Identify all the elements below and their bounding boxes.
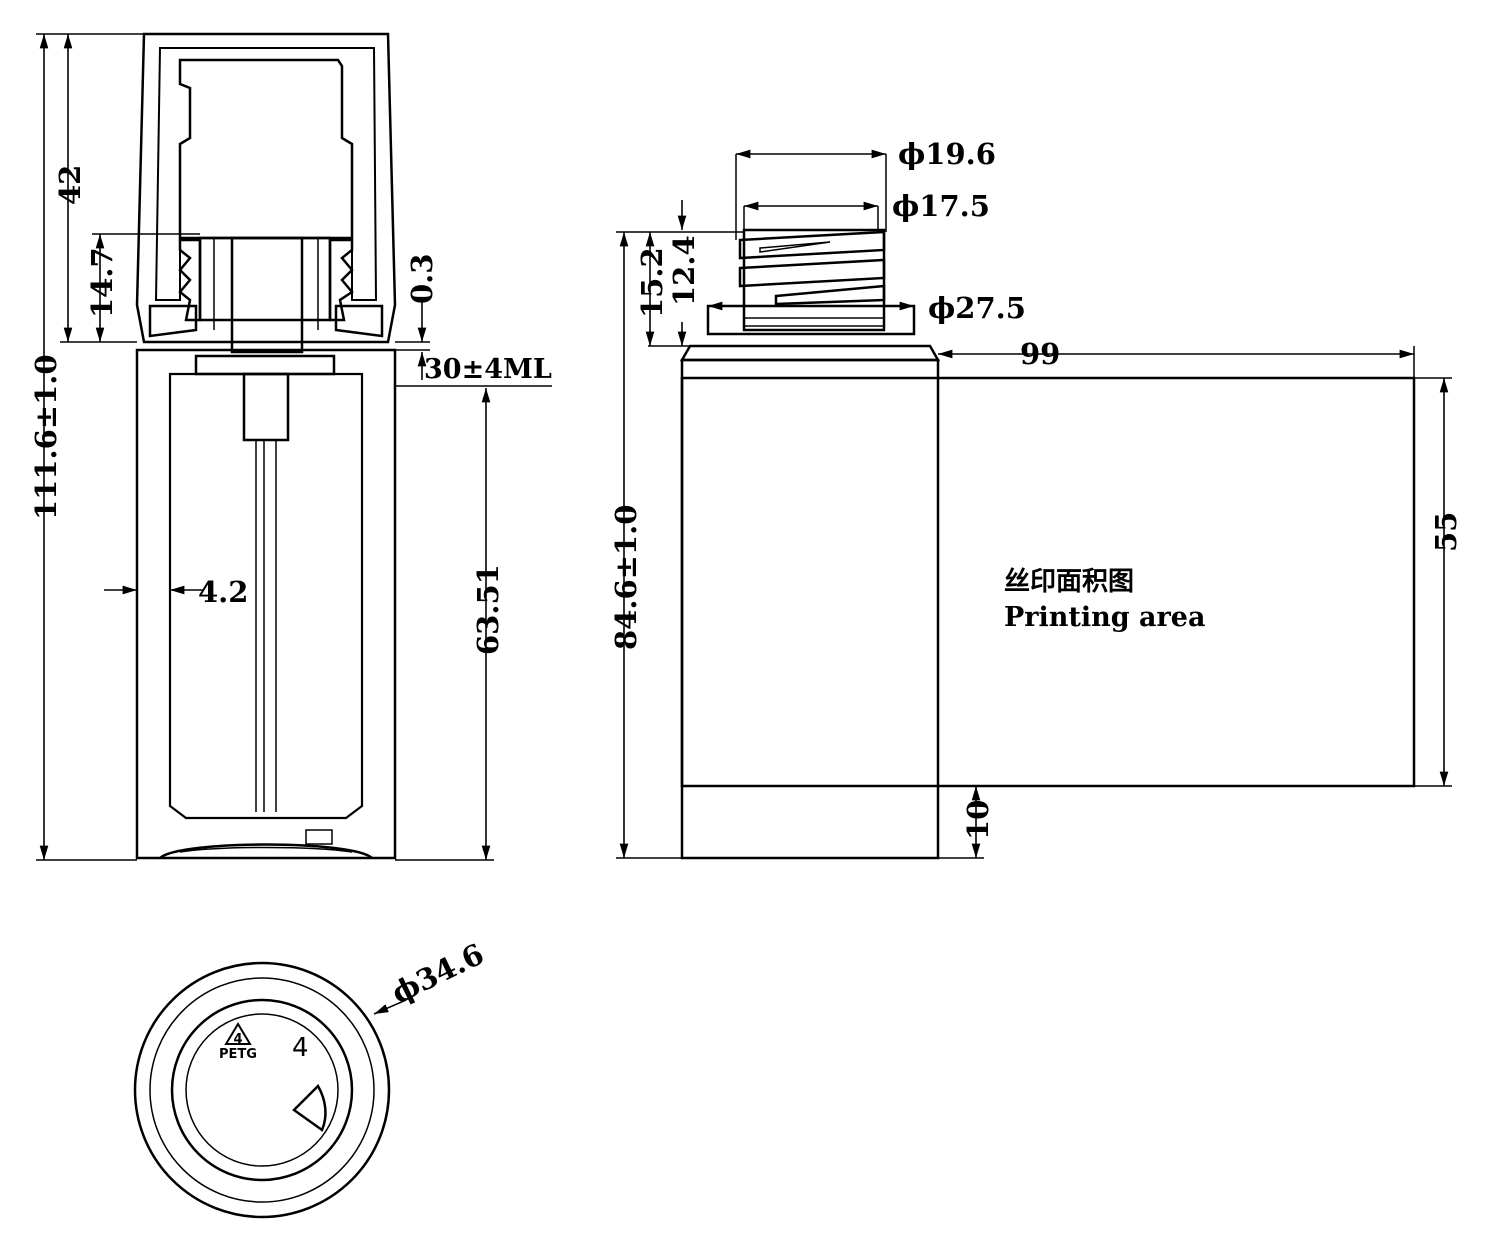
dim-bottom-margin: 10 [961,800,995,840]
recycle-number: 4 [292,1033,309,1063]
dim-print-width: 99 [1020,337,1060,371]
dim-body-height: 84.6±1.0 [609,505,643,650]
dim-inner-height: 63.51 [471,564,505,655]
dim-inner-thread: ϕ17.5 [892,189,990,223]
dim-total-height: 111.6±1.0 [29,354,63,520]
section-view: 111.6±1.0 42 14.7 0.3 30±4ML 63.51 4.2 [29,32,552,861]
recycle-icon: 4 [224,1022,252,1047]
dim-outer-thread: ϕ19.6 [898,137,996,171]
dim-neck-total: 15.2 [635,247,669,318]
dim-wall: 4.2 [198,575,248,609]
svg-text:4: 4 [233,1032,242,1047]
bottom-view: 4 PETG 4 ϕ34.6 [133,937,489,1219]
dim-gap: 0.3 [405,254,439,304]
dim-volume: 30±4ML [424,354,552,385]
print-label-en: Printing area [1004,602,1205,633]
print-label-cn: 丝印面积图 [1004,567,1134,597]
dim-cap-height: 42 [53,165,87,205]
dim-diameter: ϕ34.6 [386,937,489,1010]
elevation-view: 丝印面积图 Printing area ϕ19.6 ϕ17.5 ϕ27.5 15… [609,137,1463,860]
recycle-code: PETG [219,1047,257,1062]
dim-thread-height: 12.4 [667,235,701,306]
dim-flange: ϕ27.5 [928,291,1026,325]
dim-neck-height: 14.7 [85,247,119,318]
dim-print-height: 55 [1429,512,1463,552]
